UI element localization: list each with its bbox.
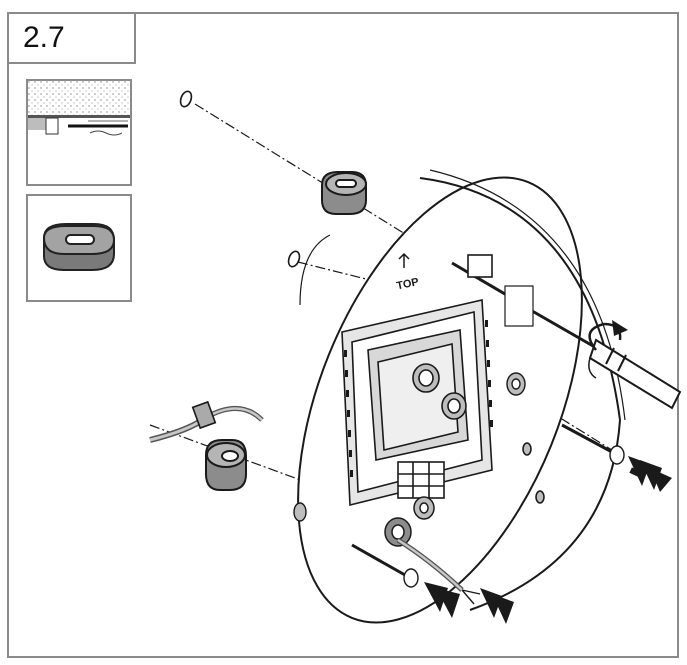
step-number: 2.7 <box>7 12 136 64</box>
module-perforations <box>344 320 493 477</box>
o-ring-middle <box>287 250 301 268</box>
pull-arrow-bottom-icon <box>480 588 514 624</box>
top-marker: TOP <box>396 252 420 292</box>
rotate-arrow-icon <box>588 320 628 379</box>
wall-section-drawing <box>28 81 130 136</box>
grommet-top <box>321 171 367 215</box>
push-arrow-bottom-icon <box>424 582 460 618</box>
grommet-drawing <box>42 223 116 271</box>
o-ring-top <box>179 90 193 108</box>
up-arrow-icon <box>398 252 410 268</box>
detail-grommet <box>26 194 132 302</box>
top-label: TOP <box>396 276 420 292</box>
push-arrows <box>424 456 672 624</box>
detail-wall-section <box>26 79 132 186</box>
screw-right <box>506 372 625 465</box>
grommet-left <box>205 439 247 491</box>
cable-left <box>149 400 264 443</box>
cable-bottom <box>384 496 481 605</box>
diagram-frame <box>7 12 679 658</box>
push-arrow-right-icon <box>628 456 672 492</box>
screw-bottom <box>293 502 419 588</box>
electronic-module <box>341 299 493 507</box>
